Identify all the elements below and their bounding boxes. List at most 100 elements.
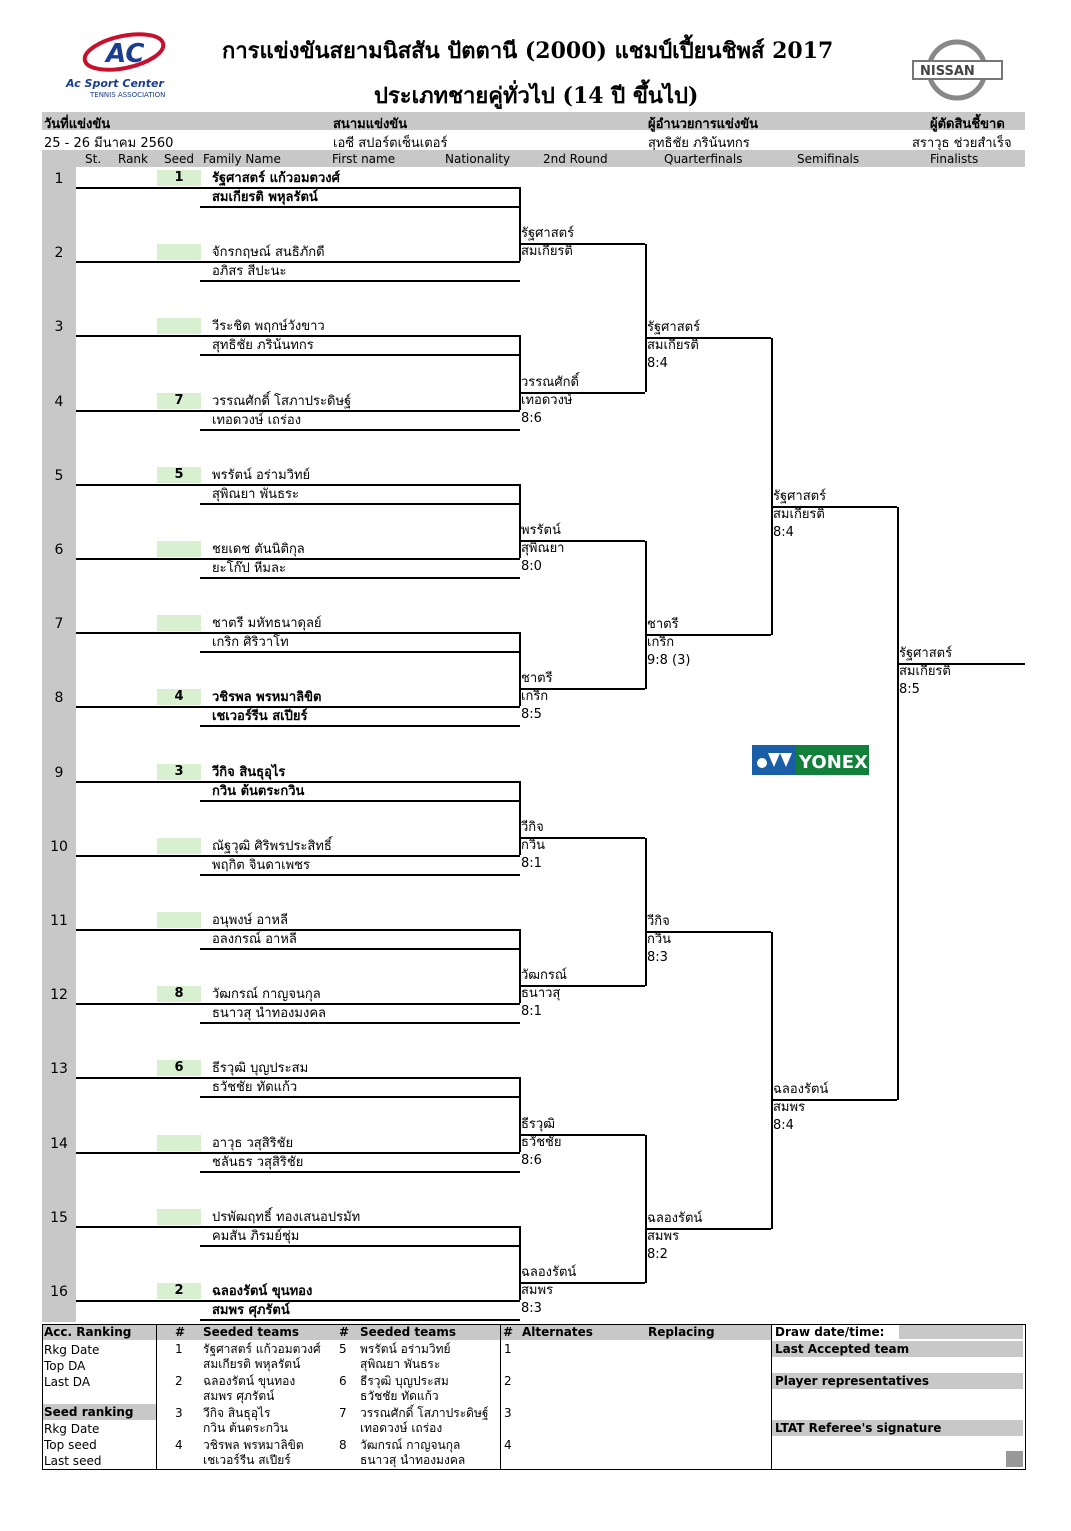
- bracket-line: [771, 505, 897, 508]
- draw-line-top: [76, 261, 520, 264]
- info-label-bar: [42, 112, 1025, 130]
- winner-name-2: กวิน: [647, 931, 672, 947]
- footer-table: [42, 1324, 1026, 1470]
- winner-name-2: สมเกียรติ: [773, 506, 825, 522]
- draw-number: 3: [54, 319, 64, 336]
- draw-line-bottom: [200, 502, 520, 505]
- winner-name-1: ฉลองรัตน์: [647, 1210, 703, 1226]
- bracket-line: [519, 539, 645, 542]
- player-2-name: เกริก ศิริวาโท: [212, 635, 289, 651]
- page-title: การแข่งขันสยามนิสสัน ปัตตานี (2000) แชมป…: [222, 38, 834, 64]
- final-score: 8:5: [899, 681, 920, 697]
- bracket-line: [771, 1099, 897, 1102]
- winner-name-1: พรรัตน์: [521, 522, 561, 538]
- player-reps-label: Player representatives: [775, 1374, 930, 1388]
- bracket-connector: [519, 929, 521, 1004]
- seed-cell: [157, 1208, 201, 1225]
- player-2-name: พฤกิต จินดาเพชร: [212, 857, 310, 873]
- draw-line-bottom: [200, 1244, 520, 1247]
- seed-team-player-1: ฉลองรัตน์ ขุนทอง: [203, 1374, 296, 1388]
- draw-number: 9: [54, 764, 64, 781]
- seed-number: 6: [339, 1374, 347, 1388]
- match-score: 8:4: [647, 356, 668, 372]
- draw-number: 7: [54, 616, 64, 633]
- draw-line-top: [76, 706, 520, 709]
- seed-cell: 5: [157, 466, 201, 483]
- col-nationality: Nationality: [445, 152, 511, 166]
- last-da-label: Last DA: [44, 1375, 91, 1389]
- alternate-number: 2: [504, 1374, 512, 1388]
- date-label: วันที่แข่งขัน: [44, 117, 111, 132]
- referee-sig-bar: [772, 1420, 1023, 1436]
- player-1-name: ปรพัฒฤทธิ์ ทองเสนอปรมัท: [212, 1209, 361, 1225]
- bracket-connector: [645, 1134, 647, 1283]
- draw-line-top: [76, 335, 520, 338]
- player-2-name: กวิน ต้นตระกวิน: [212, 783, 305, 799]
- bracket-connector: [519, 780, 521, 855]
- winner-name-1: วีกิจ: [521, 819, 544, 835]
- referee-sig-label: LTAT Referee's signature: [775, 1421, 942, 1435]
- alternate-number: 4: [504, 1438, 512, 1452]
- match-score: 8:6: [521, 1152, 542, 1168]
- player-1-name: พรรัตน์ อร่ามวิทย์: [212, 467, 311, 483]
- winner-name-2: สุพิณยา: [521, 540, 565, 556]
- bracket-connector: [897, 506, 899, 1101]
- page-subtitle: ประเภทชายคู่ทั่วไป (14 ปี ขึ้นไป): [374, 83, 699, 109]
- match-score: 8:3: [521, 1300, 542, 1316]
- bracket-line: [519, 243, 645, 246]
- seed-team-player-1: รัฐศาสตร์ แก้วอมตวงศ์: [203, 1342, 321, 1356]
- bracket-line: [645, 634, 771, 637]
- draw-line-bottom: [200, 428, 520, 431]
- seed-number: 2: [175, 1374, 183, 1388]
- player-1-name: ฉลองรัตน์ ขุนทอง: [212, 1284, 313, 1299]
- draw-line-top: [76, 409, 520, 412]
- venue-label: สนามแข่งขัน: [333, 117, 408, 132]
- player-2-name: คมสัน ภิรมย์ชุ่ม: [212, 1228, 300, 1244]
- player-2-name: ธนาวสุ นำทองมงคล: [212, 1006, 326, 1022]
- acc-ranking-label: Acc. Ranking: [44, 1325, 132, 1339]
- player-2-name: สุพิณยา พันธระ: [212, 486, 299, 502]
- winner-name-1: ชาตรี: [647, 617, 679, 633]
- seeded-teams-right-label: Seeded teams: [360, 1325, 457, 1339]
- bracket-line: [519, 985, 645, 988]
- player-1-name: วีระชิต พฤกษ์วังขาว: [212, 319, 325, 335]
- player-1-name: ชาตรี มหัทธนาดุลย์: [212, 616, 322, 632]
- player-1-name: ณัฐวุฒิ ศิริพรประสิทธิ์: [212, 838, 332, 854]
- match-score: 8:0: [521, 558, 542, 574]
- draw-line-bottom: [200, 799, 520, 802]
- draw-line-bottom: [200, 651, 520, 654]
- draw-line-bottom: [200, 354, 520, 357]
- winner-name-1: ฉลองรัตน์: [521, 1264, 577, 1280]
- match-score: 9:8 (3): [647, 653, 691, 669]
- referee-sig-field[interactable]: [1006, 1451, 1023, 1467]
- draw-date-field[interactable]: [899, 1325, 1023, 1339]
- bracket-connector: [519, 1077, 521, 1152]
- draw-line-bottom: [200, 1096, 520, 1099]
- player-1-name: วัฒกรณ์ กาญจนกุล: [212, 987, 321, 1003]
- seed-cell: [157, 1134, 201, 1151]
- winner-name-1: รัฐศาสตร์: [773, 488, 827, 504]
- seed-hash-right: #: [339, 1325, 350, 1339]
- seed-team-player-1: ธีรวุฒิ บุญประสม: [360, 1374, 449, 1388]
- seed-cell: 6: [157, 1060, 201, 1077]
- seed-team-player-2: สมพร ศุภรัตน์: [203, 1389, 275, 1403]
- col-semifinals: Semifinals: [797, 152, 860, 166]
- draw-line-bottom: [200, 948, 520, 950]
- bracket-line: [519, 1281, 645, 1284]
- seed-team-player-2: กวิน ต้นตระกวิน: [203, 1421, 288, 1435]
- venue-value: เอซี สปอร์ตเซ็นเตอร์: [333, 136, 448, 151]
- player-2-name: ชลันธร วสุสิริชัย: [212, 1154, 304, 1170]
- seed-cell: 8: [157, 986, 201, 1003]
- seed-cell: [157, 541, 201, 557]
- draw-line-top: [76, 1300, 520, 1302]
- footer-divider-2: [500, 1324, 501, 1469]
- bracket-line: [519, 391, 645, 394]
- seed-team-player-2: ธวัชชัย ทัดแก้ว: [360, 1389, 439, 1403]
- seed-cell: [157, 837, 201, 854]
- seed-number: 5: [339, 1342, 347, 1356]
- col-first-name: First name: [332, 152, 396, 166]
- seed-cell: 3: [157, 763, 201, 780]
- col-finalists: Finalists: [930, 152, 979, 166]
- player-2-name: ยะโก๊ป หีมละ: [212, 561, 286, 576]
- seed-team-player-2: สุพิณยา พันธระ: [360, 1357, 441, 1371]
